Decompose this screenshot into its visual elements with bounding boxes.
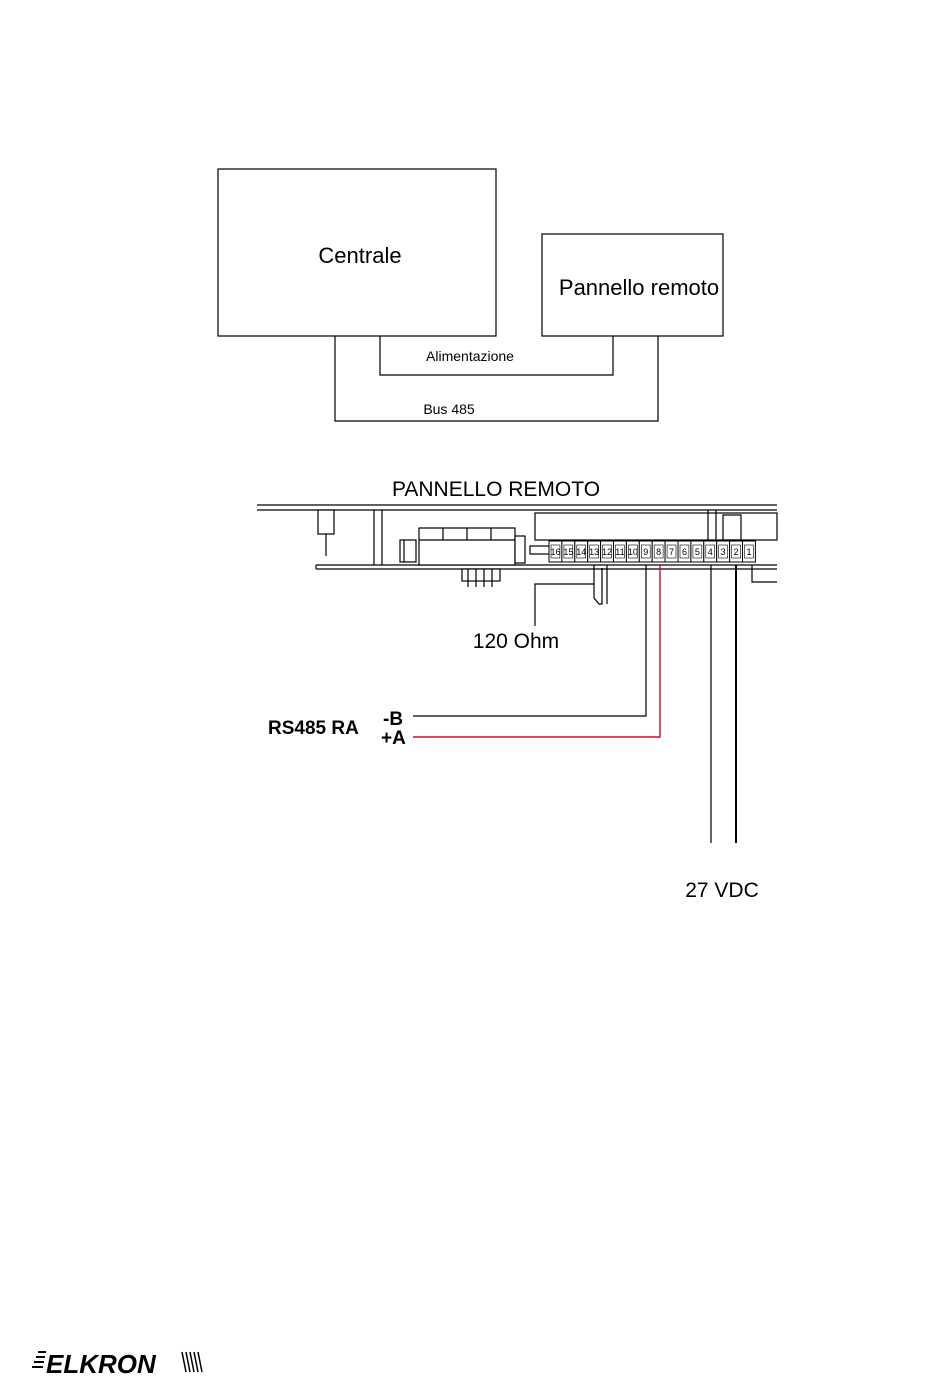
bus-485-label: Bus 485 — [423, 401, 475, 417]
left-component — [318, 510, 334, 534]
pin-header — [462, 569, 500, 587]
terminal-2: 2 — [730, 541, 743, 562]
board-title: PANNELLO REMOTO — [392, 478, 600, 501]
centrale-label: Centrale — [318, 243, 401, 268]
terminal-label: 3 — [721, 547, 726, 557]
terminal-8: 8 — [652, 541, 665, 562]
terminal-3: 3 — [717, 541, 730, 562]
terminal-label: 4 — [708, 547, 713, 557]
terminal-14: 14 — [575, 541, 588, 562]
minus-b-label: -B — [383, 709, 403, 730]
terminal-left-tab — [530, 546, 550, 554]
terminal-label: 6 — [682, 547, 687, 557]
terminal-label: 8 — [656, 547, 661, 557]
terminal-15: 15 — [562, 541, 575, 562]
terminal-1: 1 — [743, 541, 756, 562]
terminal-13: 13 — [588, 541, 601, 562]
terminal-label: 13 — [589, 547, 599, 557]
terminal-label: 16 — [550, 547, 560, 557]
terminal-label: 5 — [695, 547, 700, 557]
terminal-5: 5 — [691, 541, 704, 562]
terminal-label: 10 — [628, 547, 638, 557]
power-label: 27 VDC — [685, 879, 759, 902]
rs485-label: RS485 RA — [268, 718, 359, 739]
terminal-4: 4 — [704, 541, 717, 562]
terminal-right-block — [723, 515, 741, 540]
terminal-9: 9 — [639, 541, 652, 562]
terminal-label: 15 — [563, 547, 573, 557]
terminal-11: 11 — [614, 541, 627, 562]
board-section: PANNELLO REMOTO — [257, 478, 777, 902]
terminal-7: 7 — [665, 541, 678, 562]
resistor-120-ohm — [535, 565, 607, 626]
pannello-remoto-label: Pannello remoto — [559, 275, 719, 300]
elkron-logo: ELKRON — [32, 1349, 202, 1379]
resistor-label: 120 Ohm — [473, 630, 559, 653]
terminal-label: 12 — [602, 547, 612, 557]
right-edge-connector — [752, 565, 777, 582]
small-connector — [400, 540, 416, 562]
block-diagram: Centrale Pannello remoto Alimentazione B… — [218, 169, 723, 421]
relay-side — [515, 536, 525, 563]
terminal-12: 12 — [601, 541, 614, 562]
plus-a-label: +A — [381, 728, 406, 749]
terminal-label: 1 — [746, 547, 751, 557]
logo-text: ELKRON — [46, 1349, 157, 1379]
logo-speed-lines-right — [182, 1352, 202, 1372]
terminal-label: 11 — [615, 547, 624, 557]
terminal-16: 16 — [549, 541, 562, 562]
logo-speed-lines-left — [32, 1352, 46, 1367]
terminal-label: 2 — [734, 547, 739, 557]
alimentazione-label: Alimentazione — [426, 348, 514, 364]
terminal-label: 7 — [669, 547, 674, 557]
terminal-10: 10 — [626, 541, 639, 562]
terminal-6: 6 — [678, 541, 691, 562]
terminal-label: 9 — [643, 547, 648, 557]
terminal-label: 14 — [576, 547, 586, 557]
